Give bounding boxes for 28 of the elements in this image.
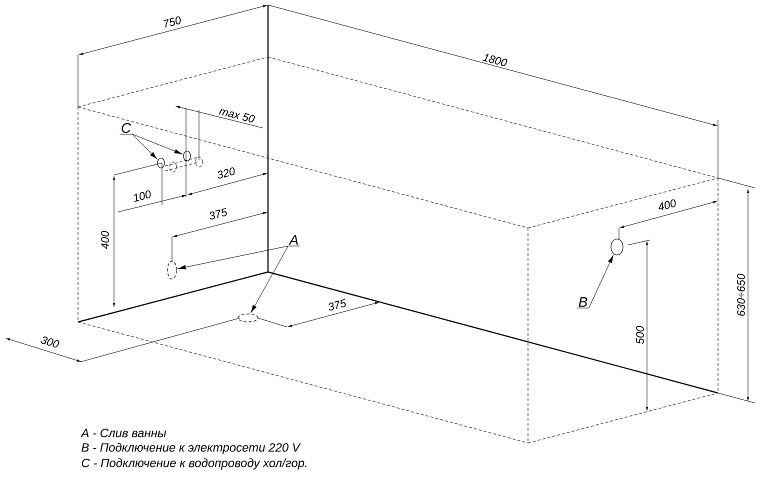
dimension-text: max 50 bbox=[218, 109, 255, 122]
dimension-text: 375 bbox=[210, 208, 227, 220]
leader-line bbox=[588, 255, 614, 308]
legend-text: C - Подключение к водопроводу хол/гор. bbox=[82, 458, 306, 470]
dimension-text: 400 bbox=[658, 199, 676, 210]
floor-drain bbox=[238, 314, 258, 322]
callout-letter: A bbox=[288, 235, 300, 246]
leader-line bbox=[132, 134, 182, 154]
dimension-text: 1800 bbox=[482, 54, 508, 66]
leader-line bbox=[178, 246, 288, 270]
socket-outlet bbox=[610, 238, 624, 256]
legend-text: A - Слив ванны bbox=[80, 428, 166, 438]
pipe-outlet bbox=[157, 158, 165, 168]
dimension-text: 630÷650 bbox=[737, 274, 745, 316]
dimension-text: 400 bbox=[101, 230, 109, 250]
dimension-text: 320 bbox=[218, 167, 235, 179]
callout-letter: B bbox=[576, 297, 590, 308]
leader-line bbox=[250, 246, 288, 313]
pipe-outlet bbox=[183, 150, 191, 162]
callout-letter: C bbox=[120, 123, 133, 134]
dimension-text: 300 bbox=[40, 336, 60, 348]
dimension-text: 750 bbox=[163, 16, 181, 28]
leader-line bbox=[132, 134, 158, 160]
legend-text: B - Подключение к электросети 220 V bbox=[82, 442, 301, 454]
dimension-text: 500 bbox=[636, 326, 644, 344]
dimension-text: 375 bbox=[328, 298, 346, 311]
dimension-text: 100 bbox=[134, 190, 151, 202]
drain-outlet bbox=[167, 260, 177, 280]
